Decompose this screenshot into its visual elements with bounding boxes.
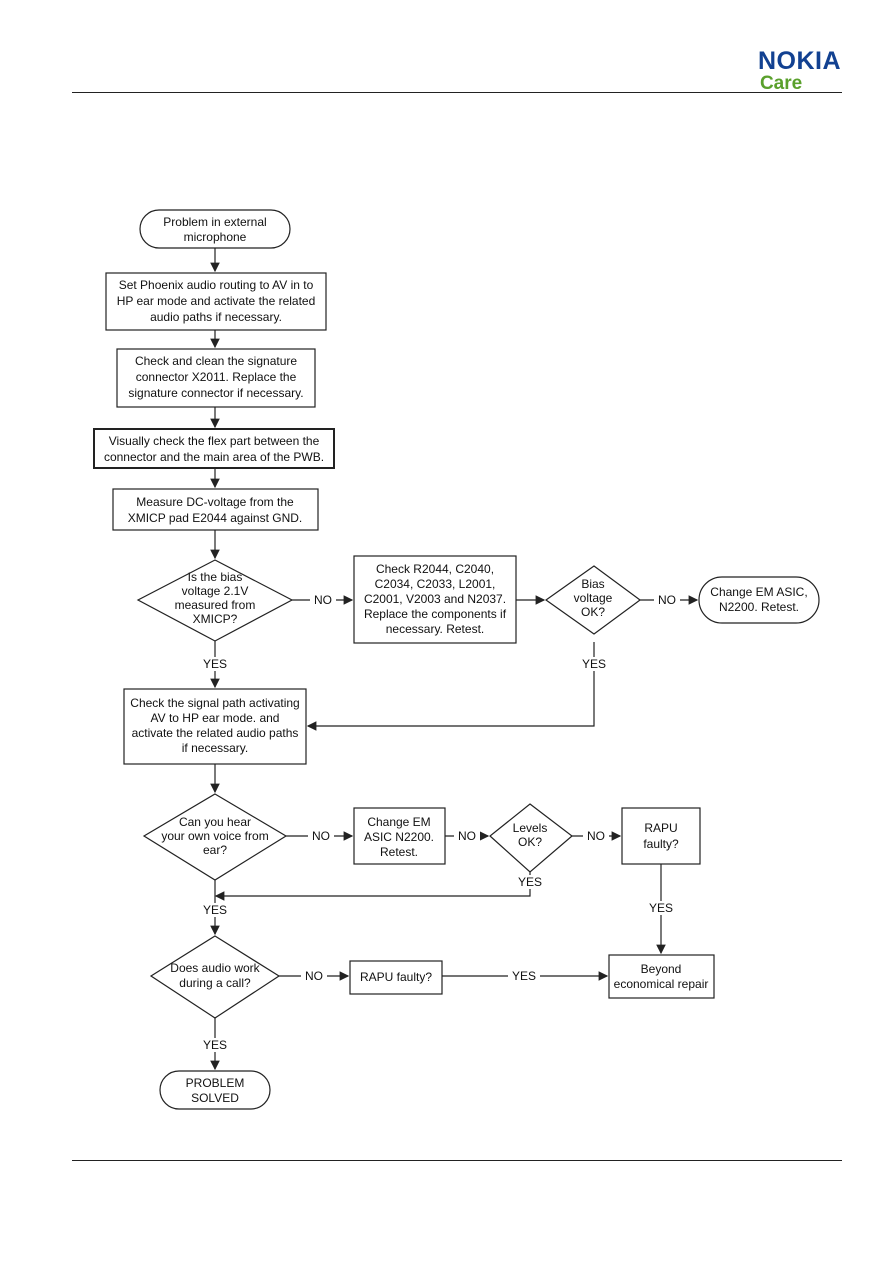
node-check-connector-line: Check and clean the signature (135, 354, 297, 368)
node-hear-question-line: Can you hear (179, 815, 251, 829)
node-check-signal-line: if necessary. (182, 741, 248, 755)
nokia-care-logo: NOKIA Care (758, 48, 841, 94)
node-check-components-line: necessary. Retest. (386, 622, 484, 636)
footer-rule (72, 1160, 842, 1161)
node-hear-question-line: your own voice from (161, 829, 268, 843)
node-rapu-2-line: RAPU faulty? (360, 970, 432, 984)
node-check-connector-line: connector X2011. Replace the (136, 370, 297, 384)
node-measure-dc-line: Measure DC-voltage from the (136, 495, 294, 509)
edge-label-yes: YES (582, 657, 606, 671)
node-change-asic-1-line: Change EM ASIC, (710, 585, 807, 599)
node-set-routing-line: audio paths if necessary. (150, 310, 282, 324)
logo-brand: NOKIA (757, 47, 841, 75)
node-bias-question-line: Is the bias (188, 570, 243, 584)
edge-label-yes: YES (649, 901, 673, 915)
node-rapu-2: RAPU faulty? (349, 960, 443, 995)
edge-labels: NO NO YES YES NO NO NO YES YES YES NO YE… (199, 593, 680, 1052)
node-beyond-repair-line: Beyond (641, 962, 682, 976)
node-levels-question-line: Levels (513, 821, 548, 835)
node-measure-dc-line: XMICP pad E2044 against GND. (128, 511, 303, 525)
node-check-components-line: C2034, C2033, L2001, (375, 577, 496, 591)
node-rapu-1-line: RAPU (644, 821, 677, 835)
node-measure-dc: Measure DC-voltage from the XMICP pad E2… (112, 488, 319, 531)
node-audio-call-question-line: during a call? (179, 976, 251, 990)
node-beyond-repair-line: economical repair (614, 977, 709, 991)
node-set-routing-line: Set Phoenix audio routing to AV in to (119, 278, 314, 292)
node-bias-ok-question-line: OK? (581, 605, 605, 619)
node-check-signal-line: Check the signal path activating (130, 696, 299, 710)
node-flex-check: Visually check the flex part between the… (93, 428, 335, 469)
edge-label-no: NO (587, 829, 605, 843)
node-check-components-line: Replace the components if (364, 607, 507, 621)
node-check-connector: Check and clean the signature connector … (116, 348, 316, 408)
node-flex-check-line: Visually check the flex part between the (109, 434, 320, 448)
node-change-asic-1: Change EM ASIC, N2200. Retest. (698, 576, 820, 624)
edge-label-no: NO (305, 969, 323, 983)
node-set-routing: Set Phoenix audio routing to AV in to HP… (105, 272, 327, 331)
node-bias-ok-question: Bias voltage OK? (544, 565, 642, 635)
node-start-line: microphone (184, 230, 247, 244)
node-check-signal: Check the signal path activating AV to H… (123, 688, 307, 765)
edge-label-yes: YES (203, 1038, 227, 1052)
node-start: Problem in external microphone (139, 209, 291, 249)
edge-biasok-yes (306, 642, 595, 731)
logo-sub: Care (759, 73, 803, 94)
node-end-line: SOLVED (191, 1091, 239, 1105)
edge-label-yes: YES (203, 657, 227, 671)
node-rapu-1-line: faulty? (643, 837, 679, 851)
edge-label-no: NO (312, 829, 330, 843)
node-bias-question: Is the bias voltage 2.1V measured from X… (136, 559, 294, 642)
node-levels-question-line: OK? (518, 835, 542, 849)
edge-label-no: NO (314, 593, 332, 607)
node-hear-question-line: ear? (203, 843, 227, 857)
node-set-routing-line: HP ear mode and activate the related (117, 294, 316, 308)
node-end: PROBLEM SOLVED (159, 1070, 271, 1110)
node-check-components: Check R2044, C2040, C2034, C2033, L2001,… (353, 555, 517, 644)
node-bias-question-line: measured from (175, 598, 256, 612)
node-flex-check-line: connector and the main area of the PWB. (104, 450, 324, 464)
node-change-asic-1-line: N2200. Retest. (719, 600, 799, 614)
node-check-signal-line: AV to HP ear mode. and (151, 711, 280, 725)
node-check-signal-line: activate the related audio paths (132, 726, 299, 740)
node-levels-question: Levels OK? (489, 803, 573, 873)
node-end-line: PROBLEM (186, 1076, 245, 1090)
node-change-asic-2-line: Retest. (380, 845, 418, 859)
edge-levels-yes (214, 872, 531, 901)
node-rapu-1: RAPU faulty? (621, 807, 701, 865)
edge-label-yes: YES (512, 969, 536, 983)
node-check-components-line: Check R2044, C2040, (376, 562, 494, 576)
node-check-connector-line: signature connector if necessary. (128, 386, 303, 400)
node-bias-question-line: XMICP? (193, 612, 238, 626)
node-change-asic-2-line: ASIC N2200. (364, 830, 434, 844)
node-check-components-line: C2001, V2003 and N2037. (364, 592, 506, 606)
header-rule (72, 92, 842, 93)
node-start-line: Problem in external (163, 215, 266, 229)
node-audio-call-question: Does audio work during a call? (149, 935, 281, 1019)
node-change-asic-2-line: Change EM (367, 815, 430, 829)
node-bias-ok-question-line: voltage (574, 591, 613, 605)
edge-label-no: NO (658, 593, 676, 607)
edge-label-no: NO (458, 829, 476, 843)
edge-label-yes: YES (518, 875, 542, 889)
edge-label-yes: YES (203, 903, 227, 917)
node-change-asic-2: Change EM ASIC N2200. Retest. (353, 807, 446, 865)
node-bias-ok-question-line: Bias (581, 577, 604, 591)
node-bias-question-line: voltage 2.1V (182, 584, 249, 598)
node-beyond-repair: Beyond economical repair (608, 954, 715, 999)
node-hear-question: Can you hear your own voice from ear? (142, 793, 288, 881)
node-audio-call-question-line: Does audio work (170, 961, 260, 975)
